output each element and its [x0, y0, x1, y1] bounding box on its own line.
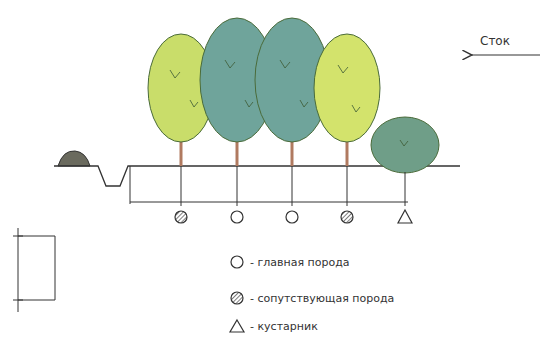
flow-arrow	[472, 54, 540, 55]
legend-text: - главная порода	[250, 256, 350, 269]
legend-text: - кустарник	[250, 320, 318, 333]
legend-sample	[231, 292, 243, 304]
legend-text: - сопутствующая порода	[250, 292, 394, 305]
legend-samples	[230, 256, 244, 332]
crowns	[148, 18, 439, 173]
crown-texture	[170, 60, 408, 146]
dimension-lines	[130, 166, 408, 206]
legend-sample	[231, 256, 243, 268]
trunks	[181, 130, 347, 166]
legend-sample	[230, 320, 244, 332]
flow-label: Сток	[480, 34, 510, 48]
mound	[58, 151, 90, 166]
scale-bracket	[13, 228, 55, 312]
species-symbols	[175, 210, 412, 223]
